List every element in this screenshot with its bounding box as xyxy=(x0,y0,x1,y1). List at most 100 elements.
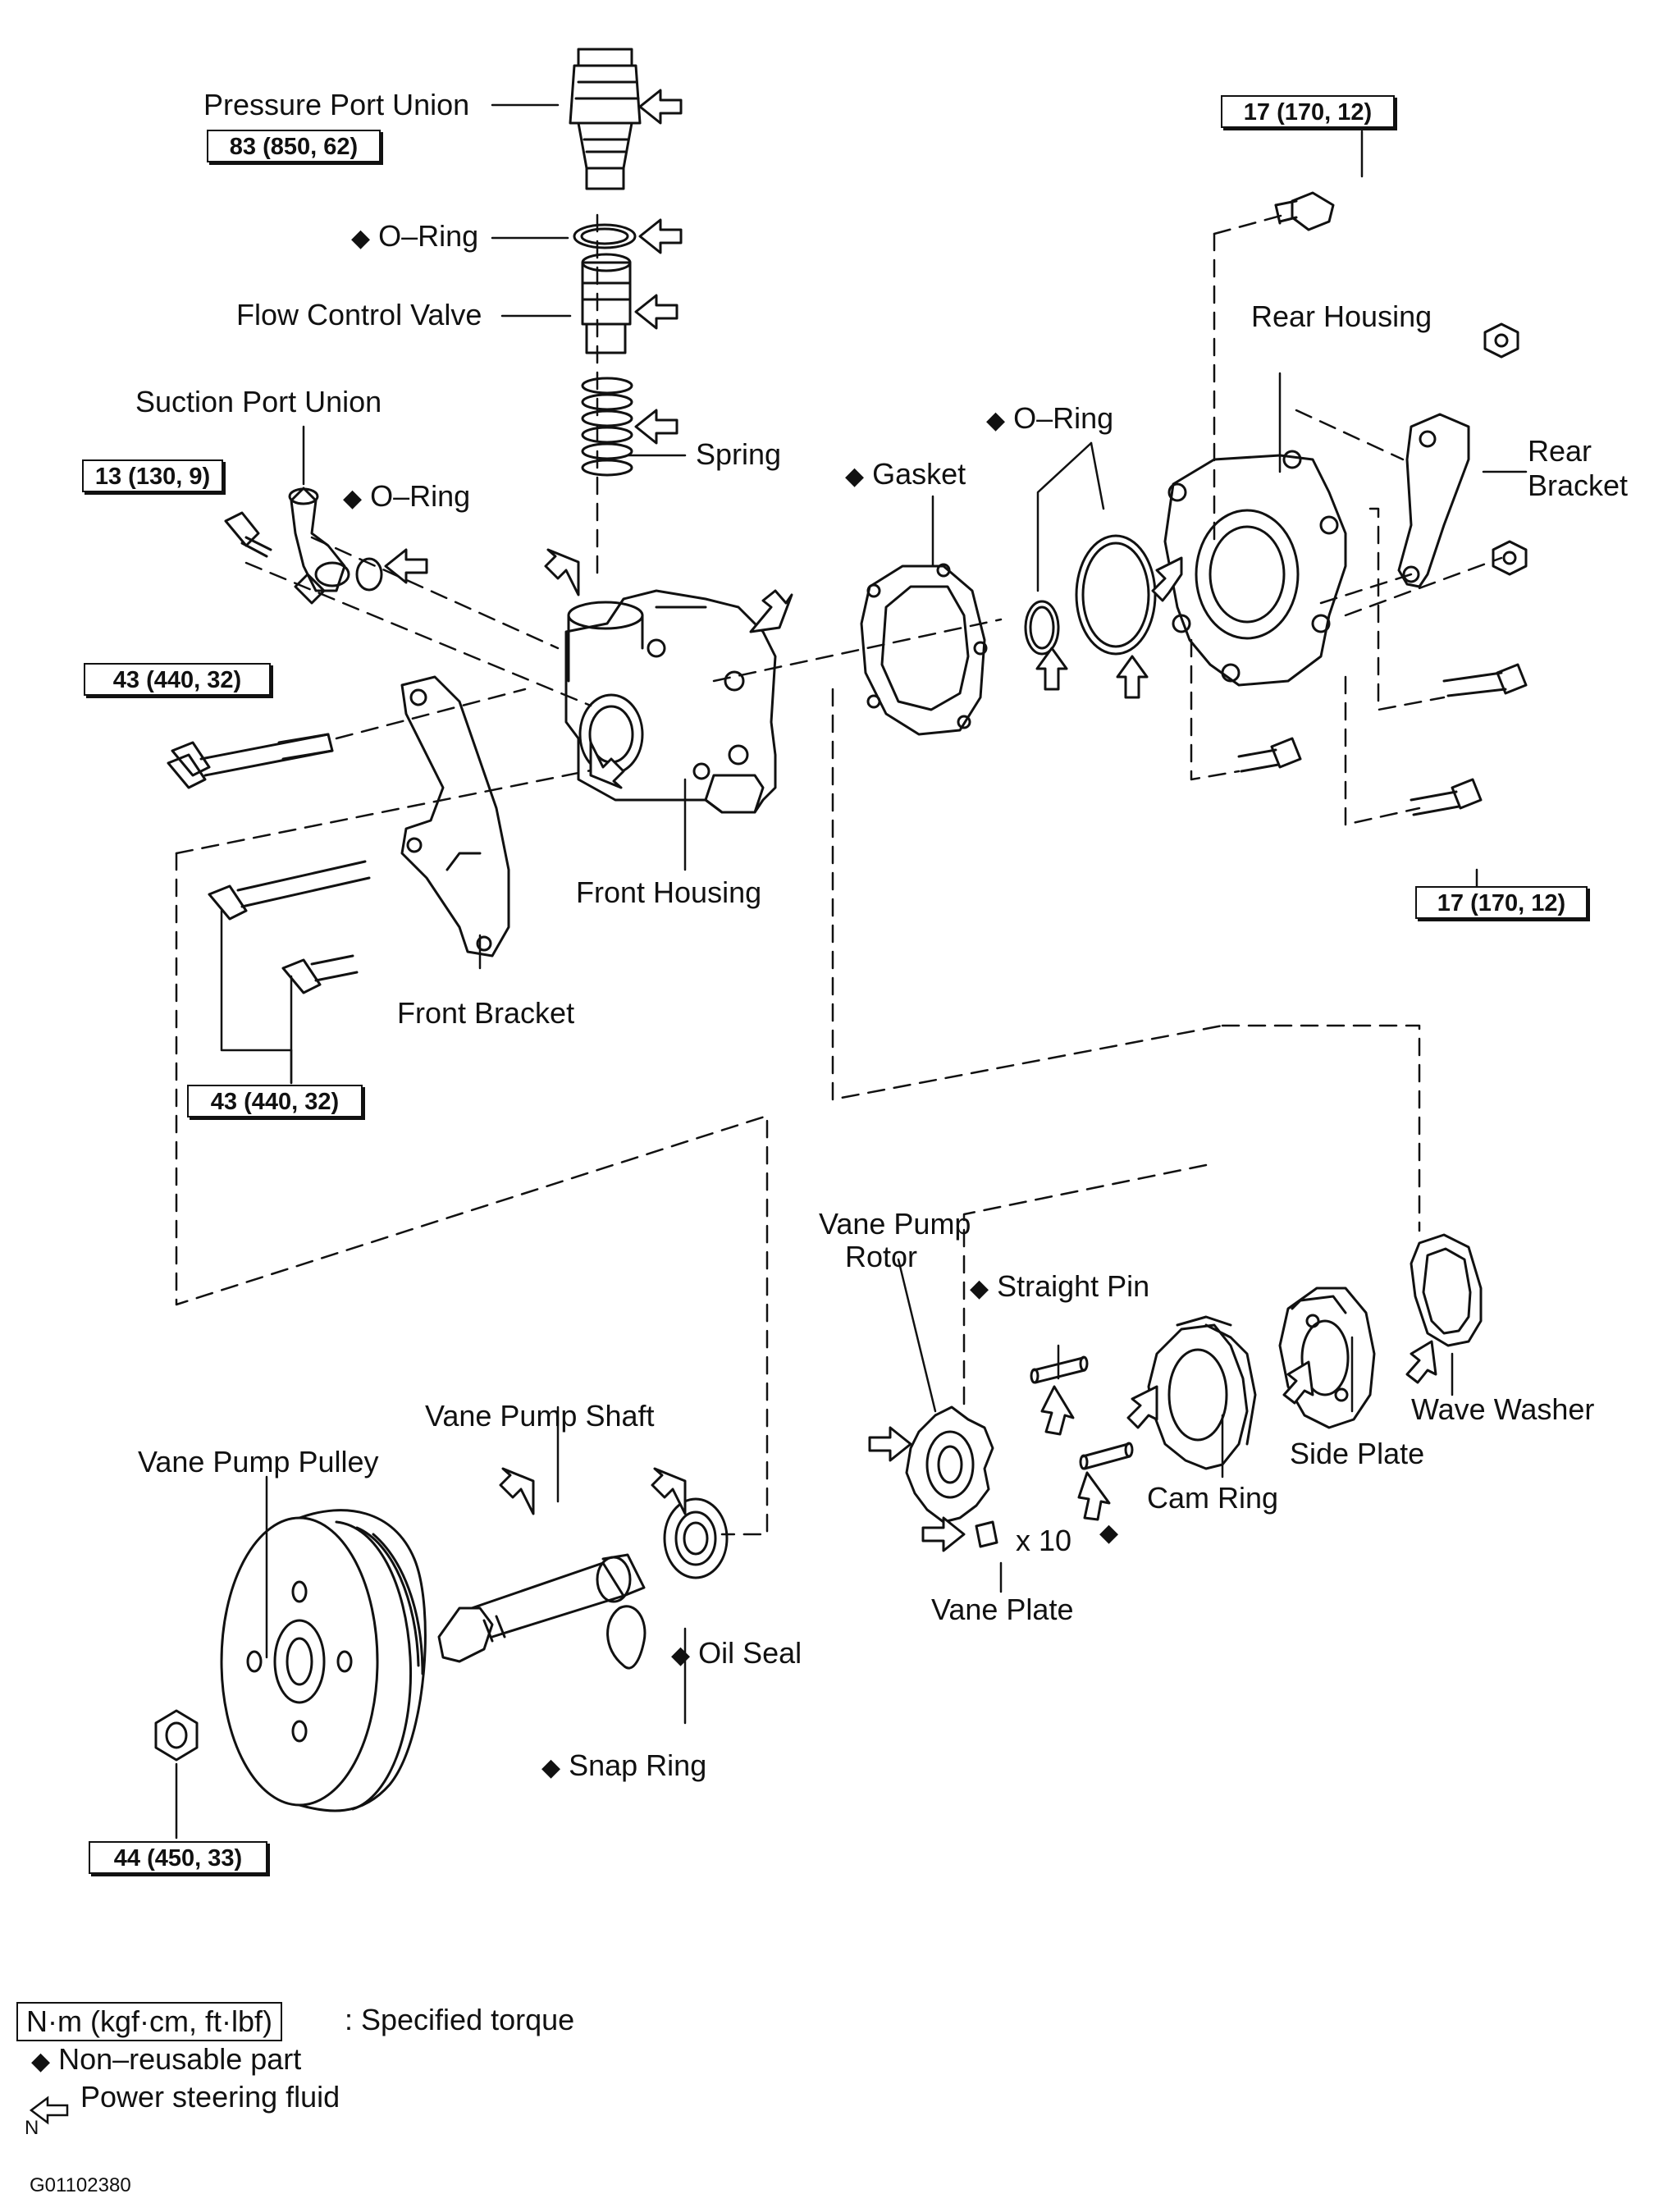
cam-ring-part xyxy=(1147,1315,1257,1470)
label-vane-pump-rotor-1: Vane Pump xyxy=(819,1207,971,1241)
fluid-arrow-icon xyxy=(384,548,428,584)
vane-pump-pulley-part xyxy=(220,1509,427,1812)
vane-plate-diamond: ◆ xyxy=(1099,1515,1118,1550)
diamond-icon: ◆ xyxy=(845,463,865,490)
label-wave-washer: Wave Washer xyxy=(1411,1392,1595,1426)
front-housing-part xyxy=(564,589,777,814)
fluid-arrow-icon xyxy=(634,409,679,445)
dashed-assembly-lines xyxy=(175,212,1503,1536)
straight-pin-lower-part xyxy=(1079,1442,1134,1470)
front-long-bolt-part xyxy=(167,733,334,789)
fluid-arrow-icon xyxy=(638,89,683,125)
suction-port-union-part xyxy=(288,487,350,605)
label-flow-control-valve: Flow Control Valve xyxy=(236,298,482,331)
torque-suction: 13 (130, 9) xyxy=(82,459,223,492)
label-o-ring-rear: ◆ O–Ring xyxy=(986,402,1113,437)
diamond-icon: ◆ xyxy=(343,485,363,512)
o-ring-rear-large-part xyxy=(1075,534,1157,656)
fluid-arrow-icon xyxy=(499,1467,535,1515)
fluid-arrow-icon xyxy=(921,1516,966,1552)
label-spring: Spring xyxy=(696,437,782,471)
rear-nut-mid-part xyxy=(1492,540,1528,576)
rear-housing-part xyxy=(1163,450,1347,687)
diamond-icon: ◆ xyxy=(671,1642,691,1669)
oil-seal-part xyxy=(663,1497,729,1579)
legend-torque-box: N·m (kgf·cm, ft·lbf) xyxy=(16,2002,282,2041)
label-rear-bracket-2: Bracket xyxy=(1528,468,1629,502)
diamond-icon: ◆ xyxy=(1099,1520,1119,1547)
fluid-arrow-icons xyxy=(384,89,1437,1552)
label-cam-ring: Cam Ring xyxy=(1147,1481,1279,1515)
vane-plate-part xyxy=(975,1520,998,1548)
snap-ring-part xyxy=(606,1605,647,1670)
legend-fluid-mark: N xyxy=(25,2117,39,2139)
torque-pulley: 44 (450, 33) xyxy=(89,1841,267,1874)
fluid-arrow-icon xyxy=(1405,1340,1437,1384)
fluid-arrow-icon xyxy=(589,741,625,789)
diamond-icon: ◆ xyxy=(351,225,371,252)
rear-nut-top-part xyxy=(1483,322,1519,359)
label-o-ring-suction: ◆ O–Ring xyxy=(343,480,470,515)
vane-pump-rotor-part xyxy=(905,1405,994,1524)
front-bolt-mid-part xyxy=(208,860,371,921)
torque-rear-bottom: 17 (170, 12) xyxy=(1415,886,1588,919)
side-plate-part xyxy=(1278,1287,1376,1429)
label-suction-port-union: Suction Port Union xyxy=(135,385,382,418)
diamond-icon: ◆ xyxy=(541,1754,561,1781)
label-vane-pump-pulley: Vane Pump Pulley xyxy=(138,1445,379,1478)
vane-pump-shaft-part xyxy=(437,1553,646,1663)
torque-pressure-port: 83 (850, 62) xyxy=(207,130,381,162)
torque-rear-top: 17 (170, 12) xyxy=(1221,95,1395,128)
label-o-ring-top-text: O–Ring xyxy=(378,219,479,253)
legend-torque-desc: : Specified torque xyxy=(345,2003,575,2036)
fluid-arrow-icon xyxy=(1040,1385,1075,1436)
rear-bolt-top-part xyxy=(1274,191,1335,231)
label-vane-pump-shaft: Vane Pump Shaft xyxy=(425,1399,655,1433)
label-oil-seal: ◆ Oil Seal xyxy=(671,1637,802,1672)
rear-bolt-bottom-part xyxy=(1410,778,1483,816)
figure-id: G01102380 xyxy=(30,2174,131,2196)
label-rear-housing: Rear Housing xyxy=(1251,299,1432,333)
legend-nonreusable-text: Non–reusable part xyxy=(58,2042,302,2076)
label-o-ring-suction-text: O–Ring xyxy=(370,479,471,513)
front-bolt-short-part xyxy=(281,954,359,994)
torque-front-long: 43 (440, 32) xyxy=(84,663,271,696)
label-straight-pin-text: Straight Pin xyxy=(997,1269,1150,1303)
rear-bracket-part xyxy=(1397,413,1470,588)
legend-symbols xyxy=(29,2095,69,2125)
suction-bolt-part xyxy=(224,511,272,558)
label-vane-plate: Vane Plate xyxy=(931,1593,1074,1626)
flow-control-valve-part xyxy=(581,253,632,354)
label-vane-pump-rotor-2: Rotor xyxy=(845,1240,918,1273)
rear-bolt-right-part xyxy=(1442,663,1528,697)
label-gasket: ◆ Gasket xyxy=(845,458,966,493)
rear-bolt-lower-part xyxy=(1237,737,1302,773)
fluid-arrow-icon xyxy=(29,2095,69,2125)
label-front-housing: Front Housing xyxy=(576,875,762,909)
torque-front-bracket: 43 (440, 32) xyxy=(187,1085,363,1117)
diamond-icon: ◆ xyxy=(986,407,1006,434)
spring-part xyxy=(581,377,633,477)
diamond-icon: ◆ xyxy=(970,1275,989,1302)
diamond-icon: ◆ xyxy=(31,2048,51,2075)
o-ring-suction-part xyxy=(355,557,383,592)
label-snap-ring-text: Snap Ring xyxy=(569,1748,707,1782)
fluid-arrow-icon xyxy=(1151,556,1183,602)
fluid-arrow-icon xyxy=(638,218,683,254)
fluid-arrow-icon xyxy=(651,1467,687,1515)
label-oil-seal-text: Oil Seal xyxy=(698,1636,802,1670)
label-straight-pin: ◆ Straight Pin xyxy=(970,1270,1149,1305)
o-ring-rear-small-part xyxy=(1024,600,1060,656)
legend-fluid: Power steering fluid xyxy=(80,2080,340,2114)
label-snap-ring: ◆ Snap Ring xyxy=(541,1749,706,1785)
fluid-arrow-icon xyxy=(634,294,679,330)
label-side-plate: Side Plate xyxy=(1290,1437,1425,1470)
pulley-nut-part xyxy=(154,1709,199,1762)
label-gasket-text: Gasket xyxy=(872,457,966,491)
label-front-bracket: Front Bracket xyxy=(397,996,575,1030)
label-o-ring-top: ◆ O–Ring xyxy=(351,220,478,255)
fluid-arrow-icon xyxy=(1126,1385,1158,1429)
label-o-ring-rear-text: O–Ring xyxy=(1013,401,1114,435)
leader-lines xyxy=(175,103,1528,1840)
